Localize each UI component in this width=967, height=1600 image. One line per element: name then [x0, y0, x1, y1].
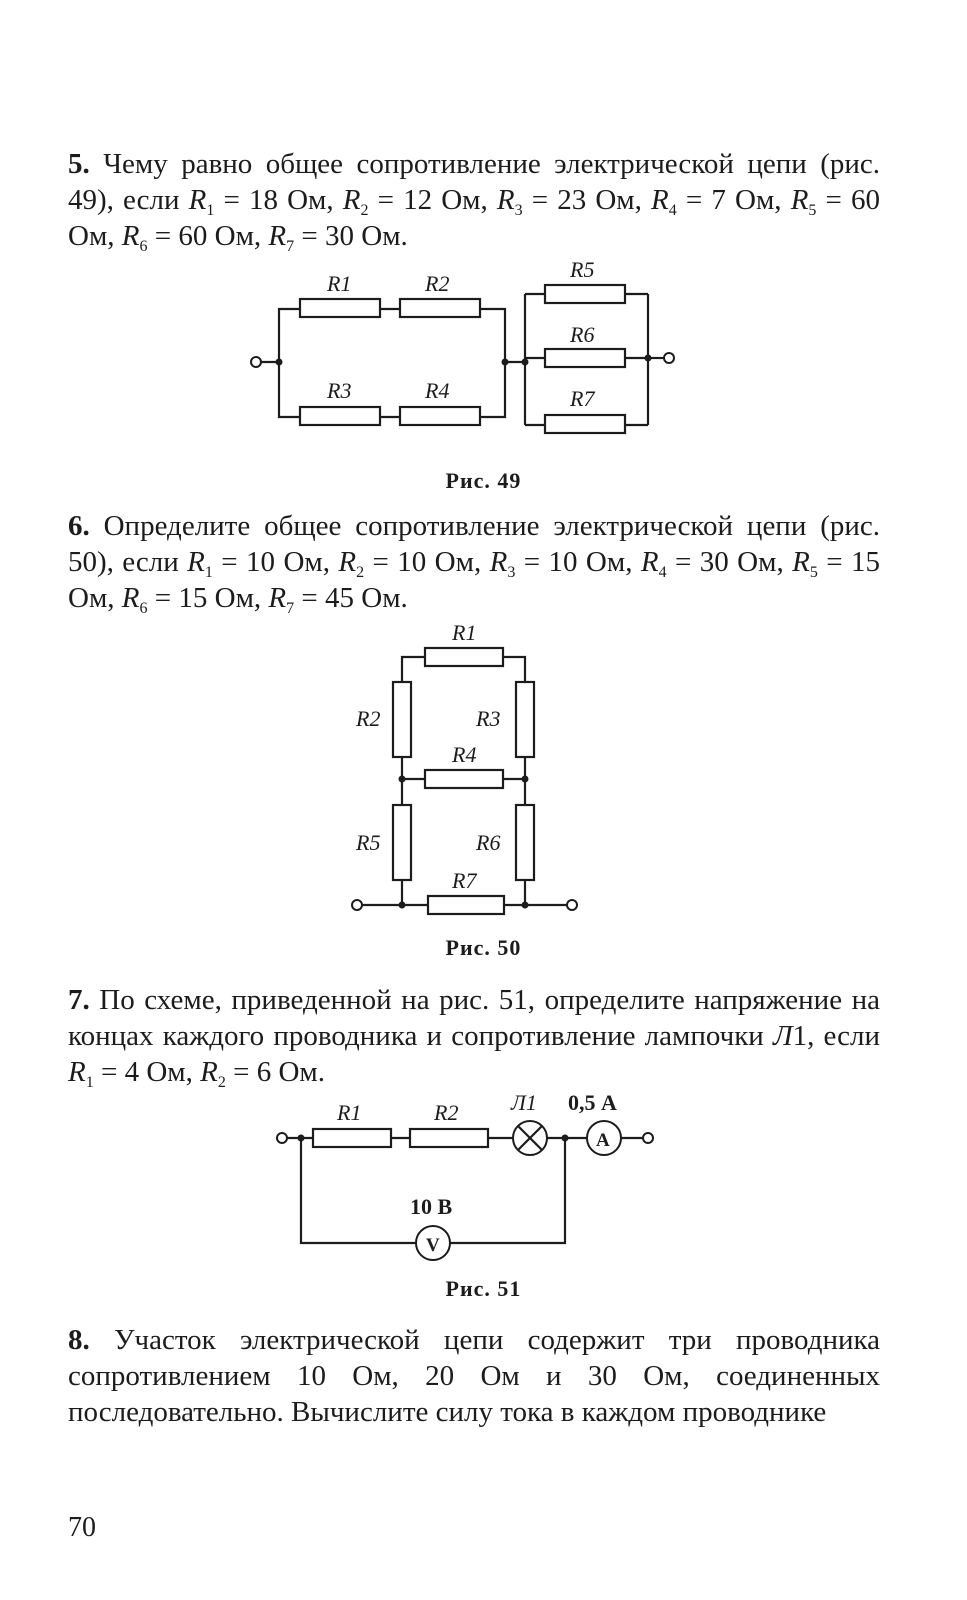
label-r1: R1	[326, 271, 351, 296]
label-r4: R4	[451, 742, 476, 767]
problem-number: 6.	[68, 510, 90, 542]
problem-number: 5.	[68, 148, 90, 180]
resistor-r3	[298, 405, 382, 427]
resistor-r1	[423, 646, 505, 668]
resistor-r4	[423, 768, 505, 790]
problem-text: Чему равно общее сопротивление электриче…	[68, 148, 881, 255]
terminal-left	[276, 1132, 288, 1144]
label-r3: R3	[326, 378, 351, 403]
label-r7: R7	[451, 868, 477, 893]
problem-text: По схеме, приведенной на рис. 51, опреде…	[68, 984, 881, 1091]
resistor-r1	[311, 1127, 393, 1149]
voltmeter: V	[415, 1225, 451, 1261]
problem-6: 6. Определите общее сопротивление электр…	[68, 508, 880, 617]
label-current: 0,5 А	[568, 1090, 617, 1115]
label-r1: R1	[336, 1100, 361, 1125]
resistor-r5	[391, 803, 413, 882]
problem-8: 8. Участок электрической цепи содержит т…	[68, 1322, 880, 1430]
resistor-r1	[298, 297, 382, 319]
label-r5: R5	[355, 830, 380, 855]
label-r4: R4	[424, 378, 449, 403]
label-r3: R3	[475, 706, 500, 731]
problem-5: 5. Чему равно общее сопротивление электр…	[68, 146, 881, 255]
lamp-l1	[512, 1120, 548, 1156]
problem-7: 7. По схеме, приведенной на рис. 51, опр…	[68, 982, 881, 1091]
figure-50-caption: Рис. 50	[445, 935, 522, 960]
problem-number: 7.	[68, 984, 90, 1016]
resistor-r7	[426, 894, 506, 916]
label-lamp: Л1	[510, 1090, 537, 1115]
figure-49-circuit: R1 R2 R3 R4 R5 R6 R7	[250, 257, 675, 435]
resistor-r6	[543, 347, 627, 369]
label-r1: R1	[451, 620, 476, 645]
resistor-r5	[543, 283, 627, 305]
node	[398, 901, 406, 909]
resistor-r2	[391, 680, 413, 759]
figure-49-caption: Рис. 49	[445, 468, 522, 493]
problem-number: 8.	[68, 1324, 90, 1356]
voltmeter-symbol: V	[426, 1235, 440, 1256]
resistor-r7	[543, 413, 627, 435]
label-r2: R2	[355, 706, 380, 731]
label-r2: R2	[424, 271, 449, 296]
problem-text: Определите общее сопротивление электриче…	[68, 510, 880, 617]
resistor-r6	[514, 803, 536, 882]
resistor-r2	[398, 297, 482, 319]
node	[521, 901, 529, 909]
terminal-left	[351, 899, 363, 911]
terminal-right	[663, 352, 675, 364]
terminal-right	[642, 1132, 654, 1144]
figure-51-circuit: A V R1 R2 Л1 0,5 А 10 В	[276, 1090, 654, 1261]
problem-text: Участок электрической цепи содержит три …	[68, 1324, 881, 1428]
label-r5: R5	[569, 257, 594, 282]
terminal-right	[566, 899, 578, 911]
figure-51-caption: Рис. 51	[445, 1276, 522, 1301]
figure-50-circuit: R1 R2 R3 R4 R5 R6 R7	[351, 620, 578, 916]
resistor-r4	[398, 405, 482, 427]
page-number: 70	[68, 1512, 96, 1543]
ammeter-symbol: A	[596, 1130, 610, 1151]
label-r2: R2	[433, 1100, 458, 1125]
label-voltage: 10 В	[410, 1194, 453, 1219]
ammeter: A	[586, 1120, 622, 1156]
terminal-left	[250, 356, 262, 368]
label-r6: R6	[569, 322, 594, 347]
label-r7: R7	[569, 386, 595, 411]
label-r6: R6	[475, 830, 500, 855]
resistor-r3	[514, 680, 536, 759]
resistor-r2	[408, 1127, 490, 1149]
